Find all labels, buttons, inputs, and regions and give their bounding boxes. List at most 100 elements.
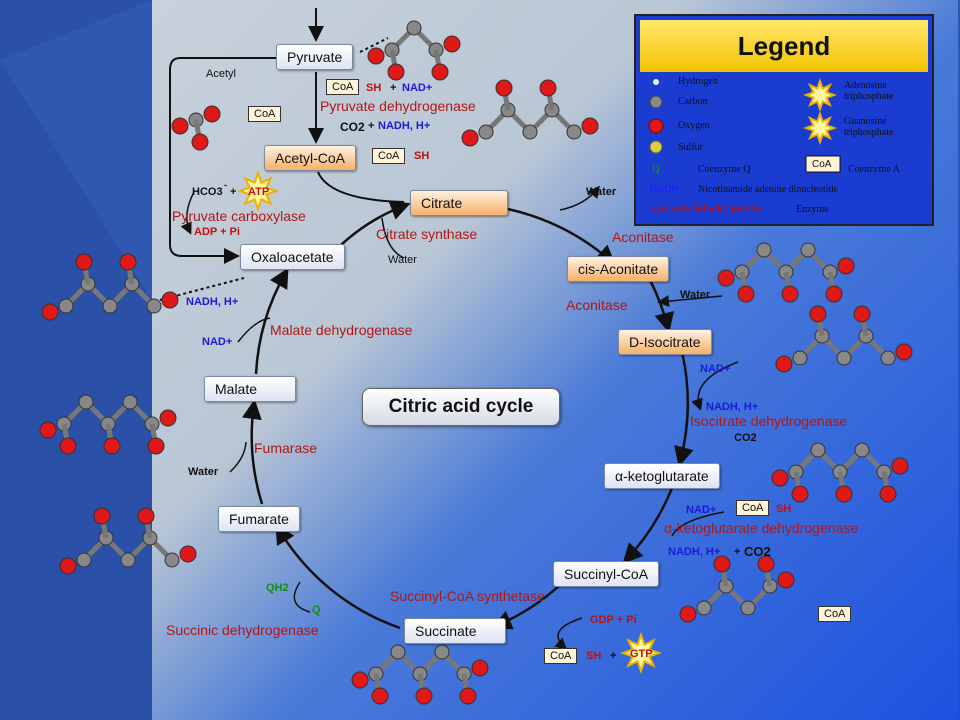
carbon-atom — [478, 124, 494, 140]
compound-oxaloacetate: Oxaloacetate — [240, 244, 345, 270]
enzyme-isocitrate-dehydrogenase: Isocitrate dehydrogenase — [690, 413, 848, 429]
legend-coa-text: Coenzyme A — [848, 164, 900, 175]
legend-enzyme-text: Enzyme — [796, 204, 829, 215]
sh-label-akg: SH — [776, 503, 792, 515]
sh-label-acetyl-coa: SH — [414, 150, 430, 162]
legend-gtp-text: Guanosine triphosphate — [844, 116, 894, 138]
legend-atp-text: Adenosine triphosphate — [844, 80, 894, 102]
oxygen-atom — [757, 555, 775, 573]
enzyme-malate-dehydrogenase: Malate dehydrogenase — [270, 322, 413, 338]
oxygen-atom — [431, 63, 449, 81]
plus-label-pyruvate: + — [390, 82, 397, 94]
legend-gtp-star-icon — [803, 111, 837, 145]
hco3-charge: - — [224, 180, 227, 190]
oxygen-atom — [891, 457, 909, 475]
enzyme-pyruvate-dehydrogenase: Pyruvate dehydrogenase — [320, 98, 476, 114]
co2-label-isocitrate: CO2 — [734, 432, 757, 444]
nadh-label-isocitrate: NADH, H+ — [706, 401, 759, 413]
co2-label-akg: CO2 — [744, 544, 771, 559]
co2-label-pyruvate: CO2 — [340, 120, 365, 134]
q-label: Q — [312, 604, 321, 616]
compound-cis-aconitate: cis-Aconitate — [567, 256, 670, 282]
coa-box-akg: CoA — [736, 500, 770, 516]
coa-box-succinyl: CoA — [818, 606, 852, 622]
carbon-atom — [566, 124, 582, 140]
legend-nadh-text: Nicotinamide adenine dinucleotide — [698, 184, 838, 195]
compound-succinyl-coa: Succinyl-CoA — [553, 561, 660, 587]
oxygen-atom — [879, 485, 897, 503]
enzyme-succinic-dehydrogenase: Succinic dehydrogenase — [166, 622, 319, 638]
oxygen-atom — [59, 437, 77, 455]
oxygen-atom — [853, 305, 871, 323]
adp-pi-label: ADP + Pi — [194, 226, 240, 238]
plus-label-akg: + — [734, 546, 741, 558]
oxygen-atom — [387, 63, 405, 81]
enzyme-akg-dehydrogenase: α-ketoglutarate dehydrogenase — [664, 520, 859, 536]
enzyme-citrate-synthase: Citrate synthase — [376, 226, 478, 242]
legend-carbon: Carbon — [678, 96, 708, 107]
carbon-atom — [854, 442, 870, 458]
oxygen-atom — [371, 687, 389, 705]
compound-pyruvate: Pyruvate — [276, 44, 354, 70]
water-label-fumarate: Water — [188, 466, 219, 478]
oxygen-atom — [159, 409, 177, 427]
carbon-atom — [810, 442, 826, 458]
carbon-atom — [740, 600, 756, 616]
carbon-atom — [756, 242, 772, 258]
oxygen-atom — [179, 545, 197, 563]
oxygen-atom — [539, 79, 557, 97]
carbon-atom — [120, 552, 136, 568]
oxygen-atom — [415, 687, 433, 705]
oxygen-atom — [581, 117, 599, 135]
compound-citrate: Citrate — [410, 190, 508, 216]
legend-oxygen: Oxygen — [678, 120, 710, 131]
carbon-atom — [406, 20, 422, 36]
oxygen-atom — [443, 35, 461, 53]
oxygen-atom — [717, 269, 735, 287]
atp-label-carboxylase: ATP — [248, 186, 270, 198]
coa-box-acetyl-coa: CoA — [372, 148, 406, 164]
hco3-label: HCO3 — [192, 186, 223, 198]
water-label-citrate: Water — [586, 186, 617, 198]
oxygen-atom — [191, 133, 209, 151]
legend: Legend Hydrogen Carbon Oxygen Sulfur Q C… — [634, 14, 934, 226]
nad-label-isocitrate: NAD+ — [700, 363, 731, 375]
oxygen-atom — [771, 469, 789, 487]
oxygen-atom — [471, 659, 489, 677]
carbon-atom — [800, 242, 816, 258]
legend-heading: Legend — [640, 20, 928, 72]
carbon-atom — [146, 298, 162, 314]
compound-succinate: Succinate — [404, 618, 506, 644]
legend-nadh-symbol: NADH — [650, 184, 679, 195]
enzyme-pyruvate-carboxylase: Pyruvate carboxylase — [172, 208, 306, 224]
oxygen-atom — [775, 355, 793, 373]
compound-alpha-ketoglutarate: α-ketoglutarate — [604, 463, 720, 489]
legend-atp-star-icon — [803, 78, 837, 112]
compound-malate: Malate — [204, 376, 296, 402]
carbon-atom — [76, 552, 92, 568]
nadh-label-akg: NADH, H+ — [668, 546, 721, 558]
oxygen-atom — [75, 253, 93, 271]
enzyme-succinyl-coa-synthetase: Succinyl-CoA synthetase — [390, 588, 545, 604]
oxygen-atom — [147, 437, 165, 455]
oxygen-atom — [835, 485, 853, 503]
enzyme-fumarase: Fumarase — [254, 440, 318, 456]
oxygen-atom — [837, 257, 855, 275]
oxygen-atom — [495, 79, 513, 97]
coa-box-succinate: CoA — [544, 648, 578, 664]
legend-hydrogen: Hydrogen — [678, 76, 718, 87]
oxygen-atom — [737, 285, 755, 303]
compound-acetyl-coa: Acetyl-CoA — [264, 145, 357, 171]
nad-label-malate: NAD+ — [202, 336, 233, 348]
oxygen-atom — [777, 571, 795, 589]
atp-star-icon — [236, 169, 280, 213]
legend-coenzyme-q: Coenzyme Q — [698, 164, 751, 175]
qh2-label: QH2 — [266, 582, 289, 594]
carbon-atom — [102, 298, 118, 314]
carbon-atom — [122, 394, 138, 410]
oxygen-atom — [825, 285, 843, 303]
nad-label-akg: NAD+ — [686, 504, 717, 516]
